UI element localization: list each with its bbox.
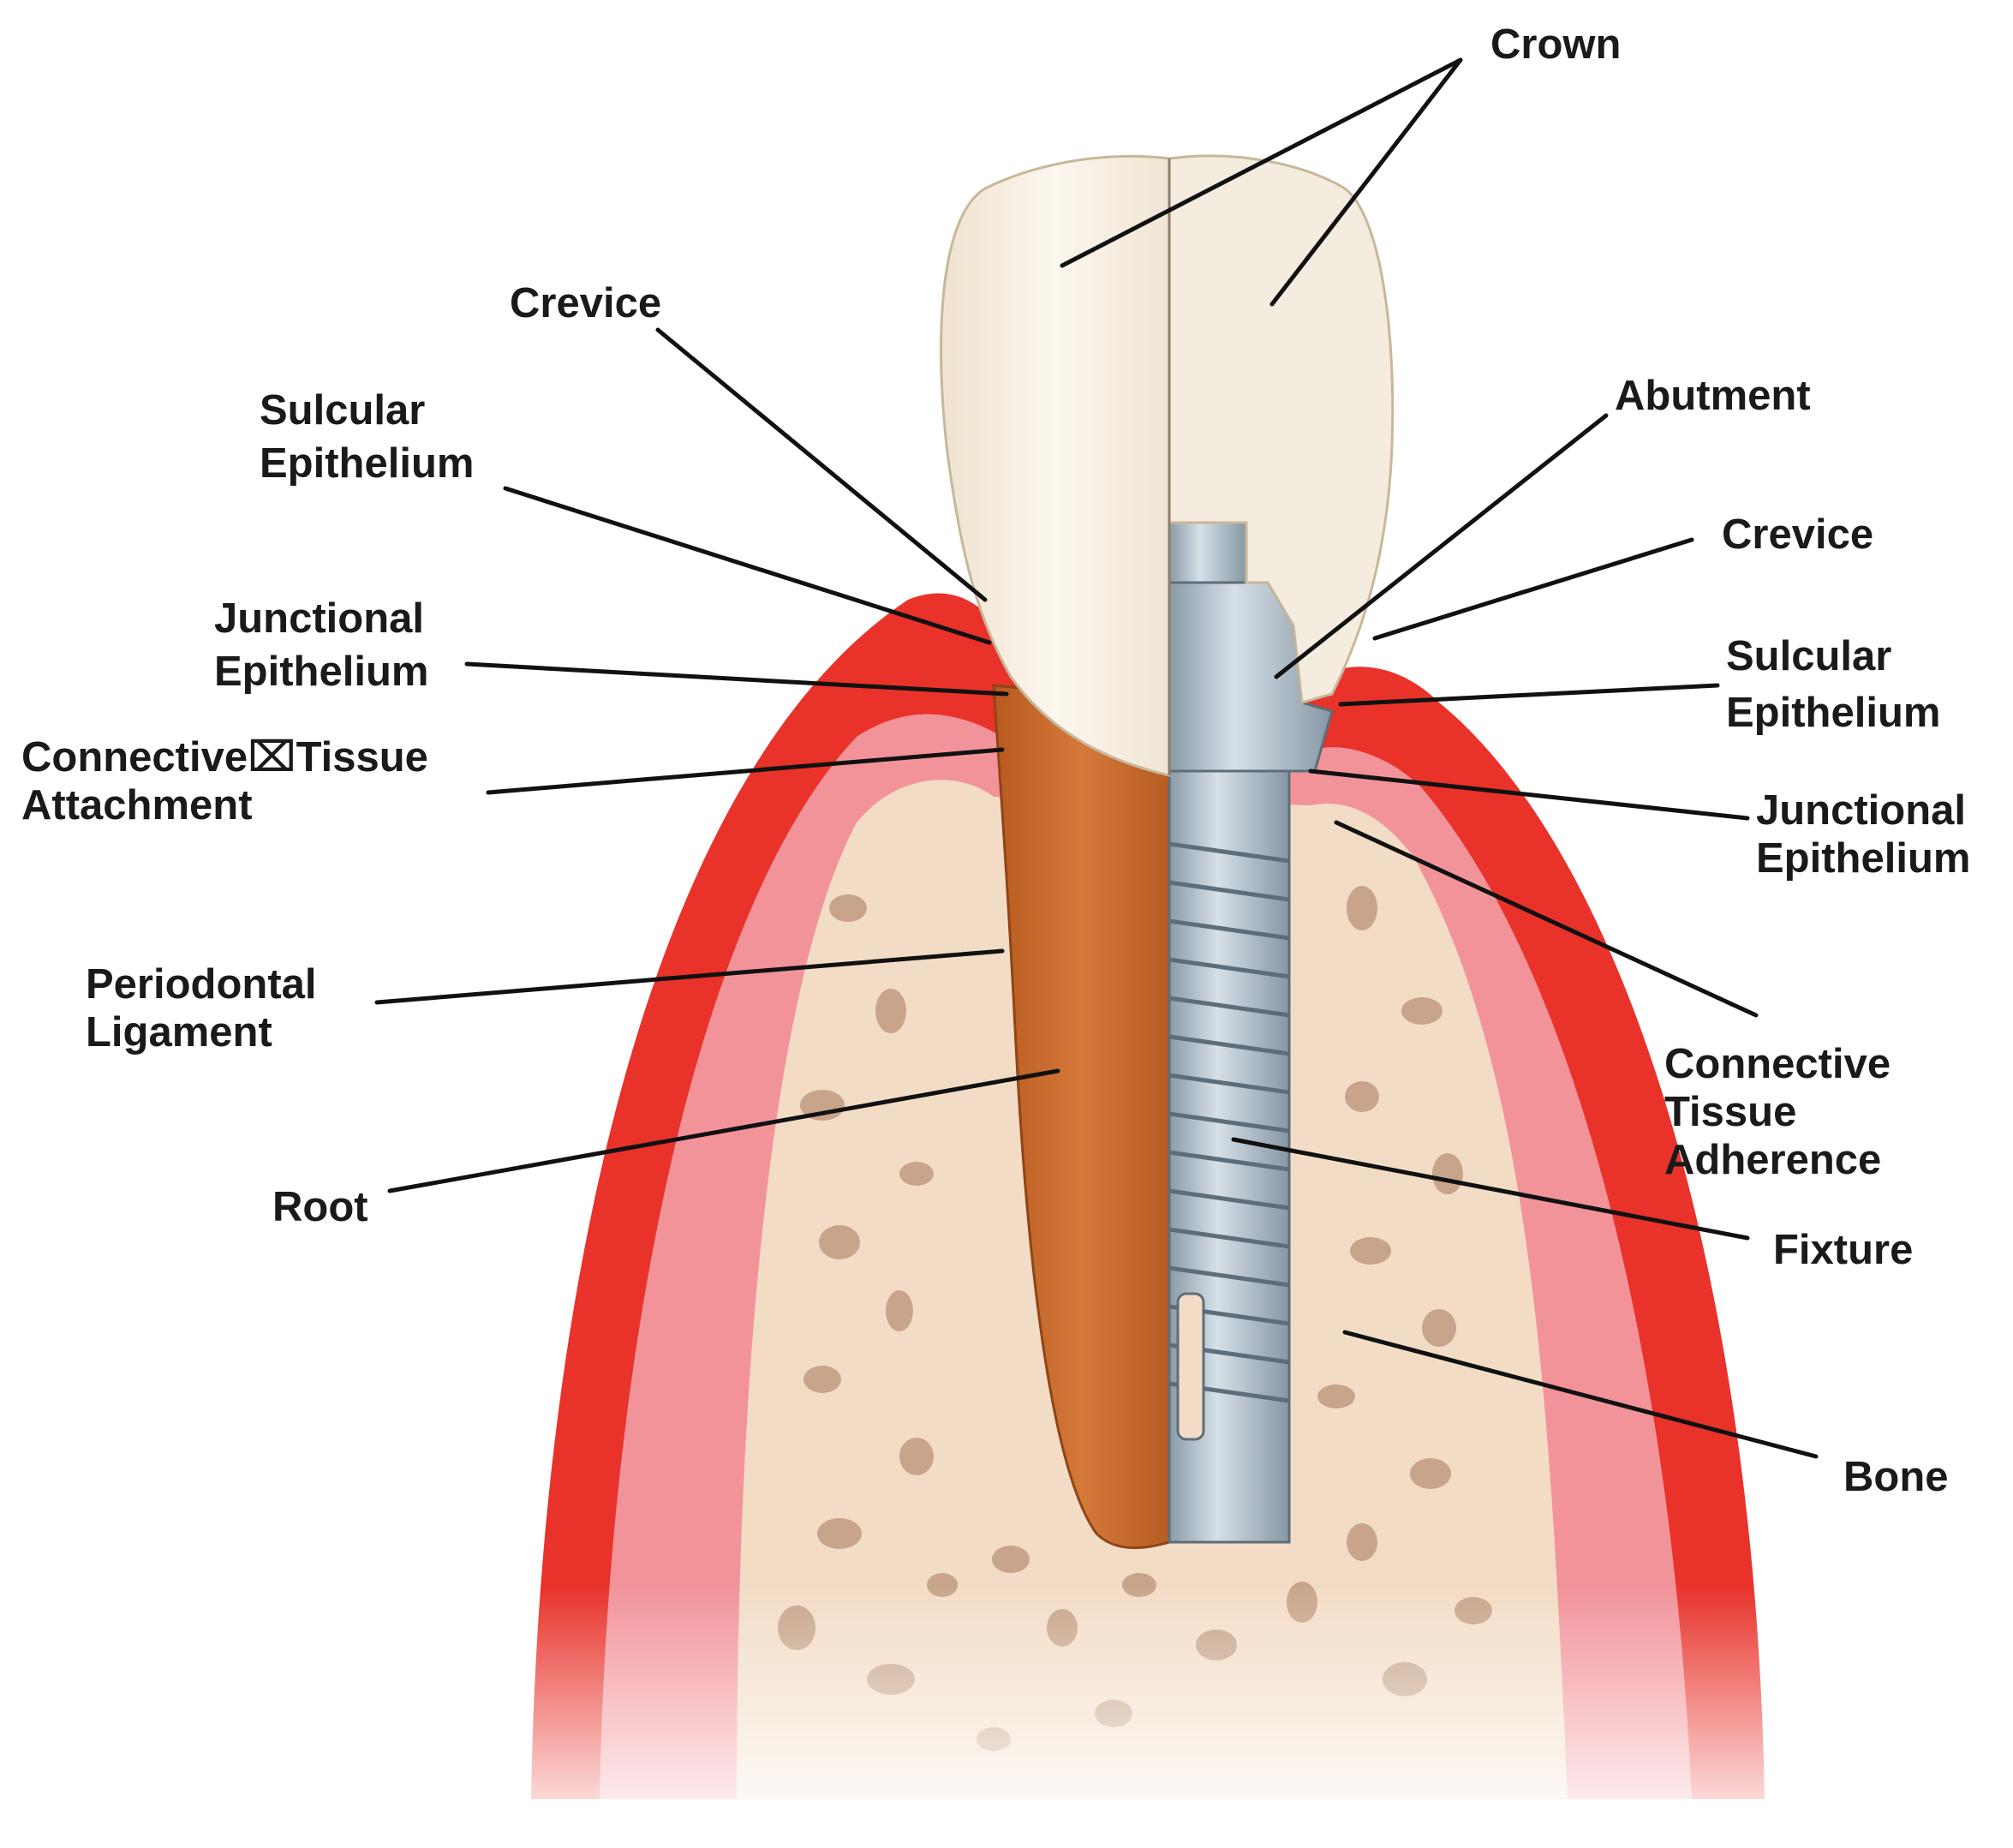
label-connective-tissue-attachment: Connective⌧Tissue Attachment <box>21 734 440 828</box>
label-junctional-epithelium-right: Junctional Epithelium <box>1756 787 1978 882</box>
implant-abutment <box>1168 521 1334 773</box>
label-fixture: Fixture <box>1773 1227 1913 1273</box>
tooth-root <box>992 684 1171 1550</box>
implant-fixture <box>1168 769 1291 1544</box>
label-root: Root <box>272 1184 368 1230</box>
label-crevice-right: Crevice <box>1722 511 1873 558</box>
crown-implant <box>1168 154 1395 704</box>
leader-lines <box>374 57 1819 1459</box>
label-bone: Bone <box>1843 1454 1949 1500</box>
label-junctional-epithelium-left: Junctional Epithelium <box>214 595 436 695</box>
label-sulcular-epithelium-left: Sulcular Epithelium <box>260 387 474 487</box>
crown-natural <box>940 154 1171 777</box>
label-abutment: Abutment <box>1615 373 1811 419</box>
label-connective-tissue-adherence: Connective Tissue Adherence <box>1664 1041 1902 1183</box>
label-sulcular-epithelium-right: Sulcular Epithelium <box>1726 633 1940 736</box>
bottom-fade <box>480 1585 1816 1848</box>
label-periodontal-ligament: Periodontal Ligament <box>86 961 328 1056</box>
label-crevice-left: Crevice <box>510 280 661 326</box>
label-crown: Crown <box>1490 21 1621 68</box>
